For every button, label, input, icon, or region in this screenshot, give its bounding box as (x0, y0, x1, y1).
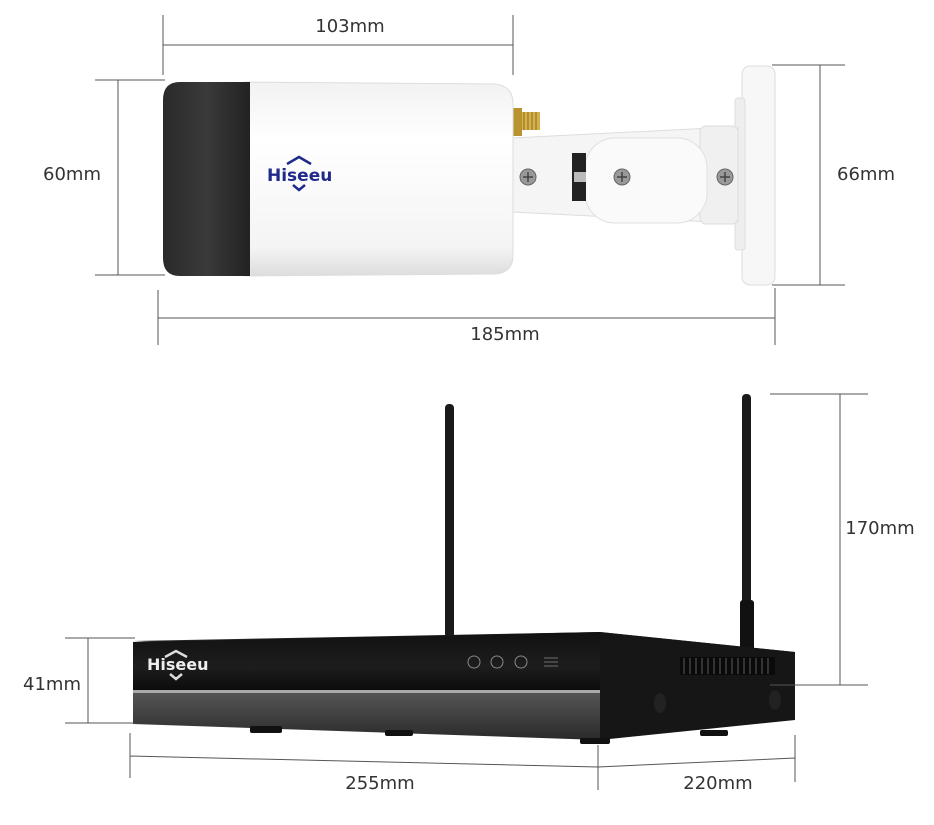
status-indicator-icon (514, 655, 528, 669)
dimension-220mm: 220mm (597, 735, 796, 794)
svg-text:66mm: 66mm (837, 164, 895, 185)
dimension-255mm: 255mm (129, 733, 599, 794)
svg-text:60mm: 60mm (43, 164, 101, 185)
svg-text:185mm: 185mm (470, 324, 539, 345)
svg-text:170mm: 170mm (845, 518, 914, 539)
antenna-connector (512, 108, 522, 136)
svg-text:Hiseeu: Hiseeu (147, 655, 209, 674)
svg-text:220mm: 220mm (683, 773, 752, 794)
camera-body (244, 81, 514, 277)
svg-text:Hiseeu: Hiseeu (267, 166, 332, 186)
dimension-103mm: 103mm (162, 15, 514, 75)
bullet-camera: Hiseeu (163, 65, 776, 286)
screw-icon (519, 168, 537, 186)
foot (385, 730, 413, 736)
nvr-front (133, 632, 600, 690)
svg-text:255mm: 255mm (345, 773, 414, 794)
svg-text:41mm: 41mm (23, 674, 81, 695)
foot (250, 726, 282, 733)
foot (700, 730, 728, 736)
screw-icon (613, 168, 631, 186)
foot (580, 738, 610, 744)
dimension-66mm: 66mm (772, 64, 895, 286)
antenna-right (742, 394, 751, 614)
camera-sunshield (163, 82, 250, 276)
nvr-recorder: Hiseeu (133, 394, 795, 744)
dimension-41mm: 41mm (23, 637, 135, 724)
nvr-side (600, 632, 795, 740)
wall-mount-plate (741, 65, 776, 286)
mount-joint (584, 137, 708, 224)
screw-icon (716, 168, 734, 186)
hiseeu-logo: Hiseeu (147, 649, 209, 681)
status-indicator-icon (467, 655, 481, 669)
dimension-185mm: 185mm (157, 288, 776, 345)
status-indicator-icon (490, 655, 504, 669)
dimension-170mm: 170mm (770, 393, 915, 686)
antenna-left (445, 404, 454, 638)
dimension-60mm: 60mm (43, 79, 165, 276)
svg-text:103mm: 103mm (315, 16, 384, 37)
hiseeu-logo: Hiseeu (267, 155, 332, 192)
